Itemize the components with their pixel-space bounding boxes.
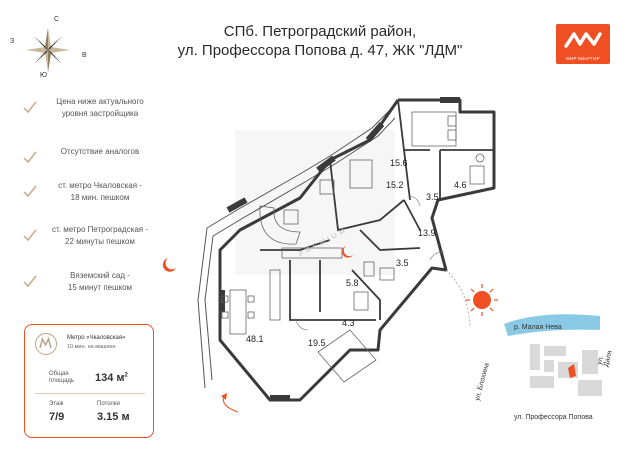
feature-text: ст. метро Чкаловская - [58, 181, 142, 190]
checkmark-icon [23, 101, 37, 114]
room-area: 13.9 [418, 228, 436, 238]
ceiling-label: Потолки [97, 401, 120, 407]
feature-text: 22 минуты пешком [65, 237, 135, 246]
bath-fixtures-icon [353, 153, 485, 311]
room-area: 3.5 [426, 192, 439, 202]
feature-text: уровня застройщика [61, 109, 139, 118]
floor-label: Этаж [49, 401, 64, 407]
feature-item: Отсутствие аналогов [22, 146, 162, 186]
compass-east: В [82, 52, 87, 59]
title-line-2: ул. Профессора Попова д. 47, ЖК "ЛДМ" [177, 42, 463, 59]
map-graphic [504, 314, 602, 396]
river-label: р. Малая Нева [514, 324, 562, 331]
feature-text: 18 мин. пешком [70, 193, 130, 202]
dining-table-icon [221, 289, 255, 335]
area-value: 134 м2 [95, 372, 128, 384]
metro-time: 10 мин. на машине [67, 344, 116, 350]
compass-star-icon [26, 28, 70, 72]
feature-item: ст. метро Чкаловская - 18 мин. пешком [22, 180, 162, 220]
metro-name: Метро «Чкаловская» [67, 335, 126, 341]
room-area: 5.8 [346, 278, 359, 288]
brand-logo: МИР КВАРТИР [556, 24, 610, 64]
title-line-1: СПб. Петроградский район, [223, 23, 417, 40]
ceiling-value: 3.15 м [97, 411, 130, 423]
area-label: Общая площадь [49, 371, 75, 384]
compass-rose: С Ю В З [10, 16, 90, 80]
feature-text: Цена ниже актуального [56, 97, 144, 106]
checkmark-icon [23, 275, 37, 288]
card-divider [35, 393, 145, 394]
armchair-icon [319, 159, 373, 195]
checkmark-icon [23, 185, 37, 198]
moon-icon [342, 246, 353, 258]
room-area: 3.5 [396, 258, 409, 268]
room-area: 15.2 [386, 180, 404, 190]
door-icons [295, 195, 445, 331]
room-area: 4.3 [342, 318, 355, 328]
checkmark-icon [23, 151, 37, 164]
bed-icon [317, 329, 377, 383]
interior-walls [260, 99, 494, 321]
sun-icon [466, 284, 498, 316]
checkmark-icon [23, 229, 37, 242]
sun-path [445, 269, 471, 327]
room-area: 48.1 [246, 334, 264, 344]
feature-text: ст. метро Петроградская - [51, 225, 148, 234]
compass-north: С [54, 16, 60, 23]
info-card: Метро «Чкаловская» 10 мин. на машине Общ… [24, 324, 154, 438]
room-area: 15.6 [390, 158, 408, 168]
feature-item: Вяземский сад - 15 минут пешком [22, 270, 162, 310]
page-title: СПб. Петроградский район, ул. Профессора… [150, 22, 490, 60]
logo-mark-icon [564, 32, 602, 48]
floor-value: 7/9 [49, 411, 65, 423]
street-label: ул. Профессора Попова [514, 414, 593, 421]
kitchen-icon [269, 247, 343, 321]
sofa-icon [259, 205, 301, 245]
location-map: р. Малая Нева ул. Блохина ул. Даля ул. П… [470, 300, 620, 430]
compass-west: З [10, 38, 15, 45]
bed-icon [411, 111, 457, 147]
logo-text: МИР КВАРТИР [566, 56, 600, 61]
watermark-box [235, 130, 395, 275]
room-area: 19.5 [308, 338, 326, 348]
feature-text: Отсутствие аналогов [60, 147, 140, 156]
room-area: 4.6 [454, 180, 467, 190]
feature-text: 15 минут пешком [67, 283, 133, 292]
feature-item: ст. метро Петроградская - 22 минуты пешк… [22, 224, 162, 264]
compass-south: Ю [40, 72, 48, 79]
moon-icon [162, 258, 176, 272]
feature-text: Вяземский сад - [70, 271, 130, 280]
feature-item: Цена ниже актуального уровня застройщика [22, 96, 162, 136]
metro-icon [35, 333, 57, 355]
